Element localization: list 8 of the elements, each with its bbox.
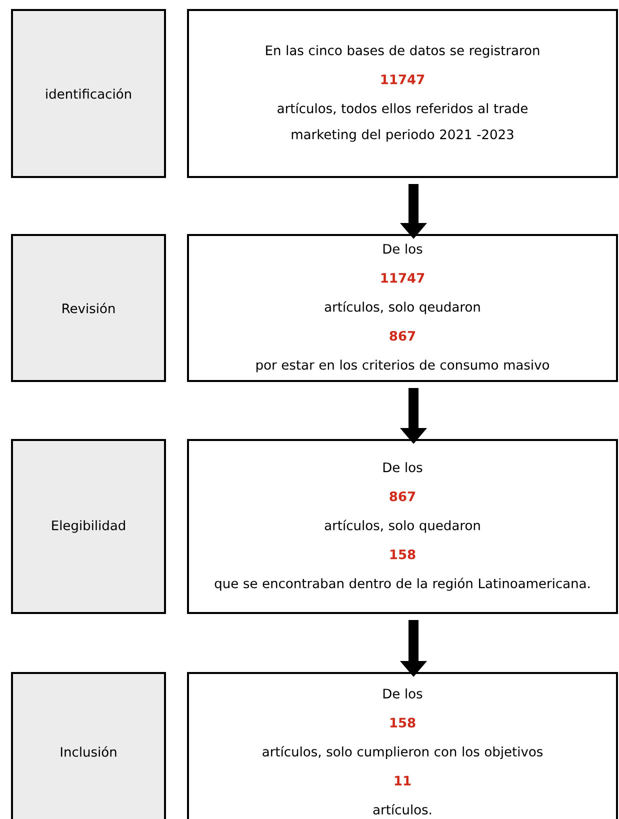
stage-box: Inclusión xyxy=(11,672,166,819)
stage-box: Elegibilidad xyxy=(11,439,166,614)
description-box: De los 158 artículos, solo cumplieron con los objetivos 11 artículos. xyxy=(187,672,618,819)
description-box: De los 867 artículos, solo quedaron 158 que se encontraban dentro de la región Latinoamericana. xyxy=(187,439,618,614)
description-box: En las cinco bases de datos se registraron 11747 artículos, todos ellos referidos al trade marketing del periodo 2021 -2023 xyxy=(187,9,618,178)
description-box: De los 11747 artículos, solo qeudaron 867 por estar en los criterios de consumo masivo xyxy=(187,234,618,382)
stage-box: identificación xyxy=(11,9,166,178)
stage-box: Revisión xyxy=(11,234,166,382)
